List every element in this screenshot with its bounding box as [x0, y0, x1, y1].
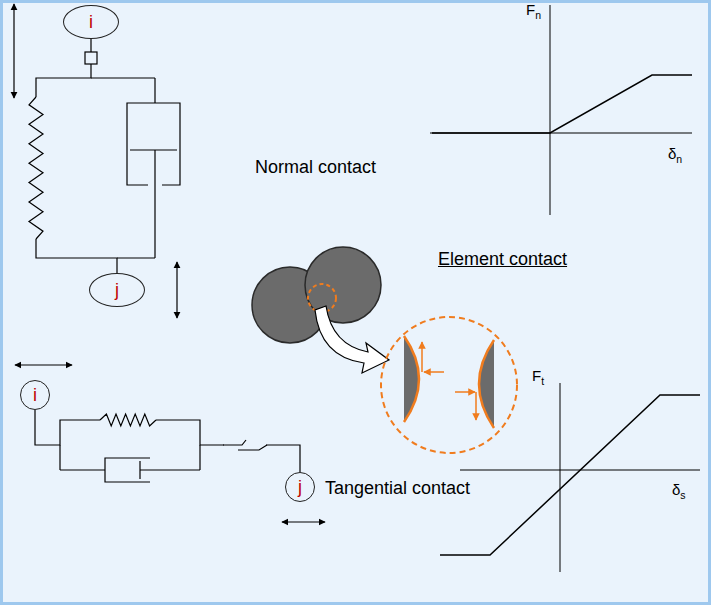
connector-wire [36, 39, 117, 273]
axis-label: Fn [526, 2, 541, 22]
caption-text: Normal contact [255, 158, 376, 178]
axis [560, 383, 561, 572]
dashpot-rod [140, 469, 200, 470]
wire [199, 445, 200, 470]
zoom-arrow [315, 306, 389, 373]
axis-label: δn [668, 146, 682, 166]
dashpot-cylinder [127, 103, 180, 185]
connector-wire [35, 410, 300, 472]
wire [60, 469, 105, 470]
node-label: i [89, 13, 93, 31]
node-label: j [298, 478, 302, 496]
normal-model [14, 4, 180, 318]
dashpot-rod [154, 150, 155, 258]
caption-text: Tangential contact [325, 479, 470, 499]
terminal-node: j [285, 472, 315, 502]
force-arrow [475, 392, 477, 420]
spring-symbol [29, 97, 156, 426]
wire [117, 257, 155, 258]
axis-label: δs [672, 482, 686, 502]
spring-patch [26, 97, 46, 239]
node-label: j [115, 281, 119, 299]
force-arrow [424, 371, 444, 373]
force-curve [440, 395, 700, 555]
axis [550, 5, 551, 215]
motion-arrow [13, 4, 14, 98]
normal-force-graph [430, 5, 692, 215]
terminal-node: j [89, 273, 145, 307]
spring-symbol [29, 97, 43, 239]
terminal-node: i [63, 5, 119, 39]
spring-patch [100, 411, 156, 429]
contact-edge [404, 336, 419, 422]
contact-edge [479, 340, 494, 428]
motion-arrow [282, 521, 325, 522]
friction-slider [238, 445, 267, 450]
caption-text: Element contact [438, 250, 567, 270]
motion-arrow [15, 364, 72, 365]
tangential-model [15, 365, 325, 522]
wire [154, 78, 155, 103]
zoom-circle [381, 317, 517, 453]
axis-label: Ft [532, 368, 544, 388]
terminal-node: i [20, 380, 50, 410]
dashpot-piston [130, 149, 177, 150]
spring-symbol [100, 414, 156, 426]
force-curve [432, 75, 692, 133]
force-arrow [421, 342, 423, 372]
wire [59, 445, 60, 470]
slider-block [85, 52, 97, 64]
wire [91, 77, 155, 78]
contact-surface [404, 336, 419, 422]
node-label: i [33, 386, 37, 404]
force-arrow [455, 391, 475, 393]
element-contact-picture [252, 247, 517, 453]
tangential-force-graph [440, 383, 700, 572]
slider-patch [224, 438, 266, 452]
friction-slider [223, 440, 246, 445]
contact-surface [479, 340, 494, 428]
motion-arrow [176, 262, 177, 318]
